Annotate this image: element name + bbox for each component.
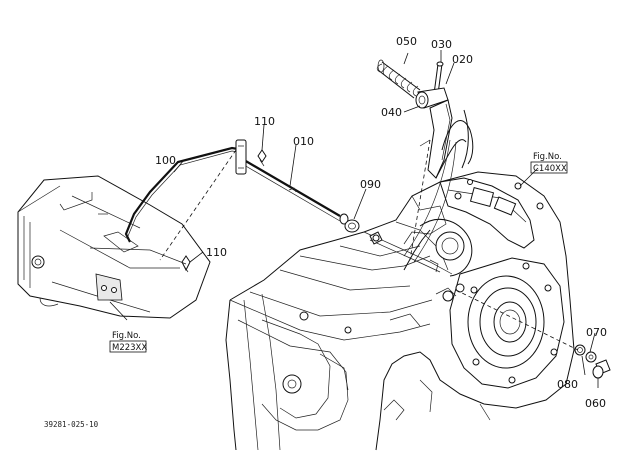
- fig-ref-c140: Fig.No. C140XX: [530, 152, 568, 174]
- drawing-code: 39281-025-10: [44, 420, 99, 429]
- label-080: 080: [557, 378, 578, 391]
- rod-010: [235, 139, 349, 225]
- fig-ref-m223: Fig.No. M223XX: [109, 331, 147, 353]
- fig-ref-m223-line2: M223XX: [112, 343, 147, 353]
- label-060: 060: [585, 397, 606, 410]
- shift-fork-020: [415, 87, 474, 179]
- part-labels: 050 030 020 040 110 010 100 090 110 070 …: [155, 35, 607, 410]
- o-ring-070: [585, 351, 597, 363]
- washer-080: [574, 344, 586, 356]
- fig-ref-c140-line1: Fig.No.: [533, 152, 562, 162]
- fig-ref-m223-line1: Fig.No.: [112, 331, 141, 341]
- frame-panel: [17, 175, 211, 319]
- fig-ref-c140-line2: C140XX: [533, 164, 567, 174]
- label-040: 040: [381, 106, 402, 119]
- label-050: 050: [396, 35, 417, 48]
- label-030: 030: [431, 38, 452, 51]
- leader-lines: [109, 50, 599, 388]
- label-070: 070: [586, 326, 607, 339]
- label-010: 010: [293, 135, 314, 148]
- label-020: 020: [452, 53, 473, 66]
- transmission-case: [225, 171, 575, 451]
- label-100: 100: [155, 154, 176, 167]
- label-090: 090: [360, 178, 381, 191]
- spring-050: [376, 59, 421, 99]
- clip-110-upper: [257, 149, 267, 167]
- label-110-lower: 110: [206, 246, 227, 259]
- washer-090: [344, 219, 360, 233]
- plug-060: [592, 359, 611, 379]
- rod-100: [124, 146, 245, 243]
- label-110-upper: 110: [254, 115, 275, 128]
